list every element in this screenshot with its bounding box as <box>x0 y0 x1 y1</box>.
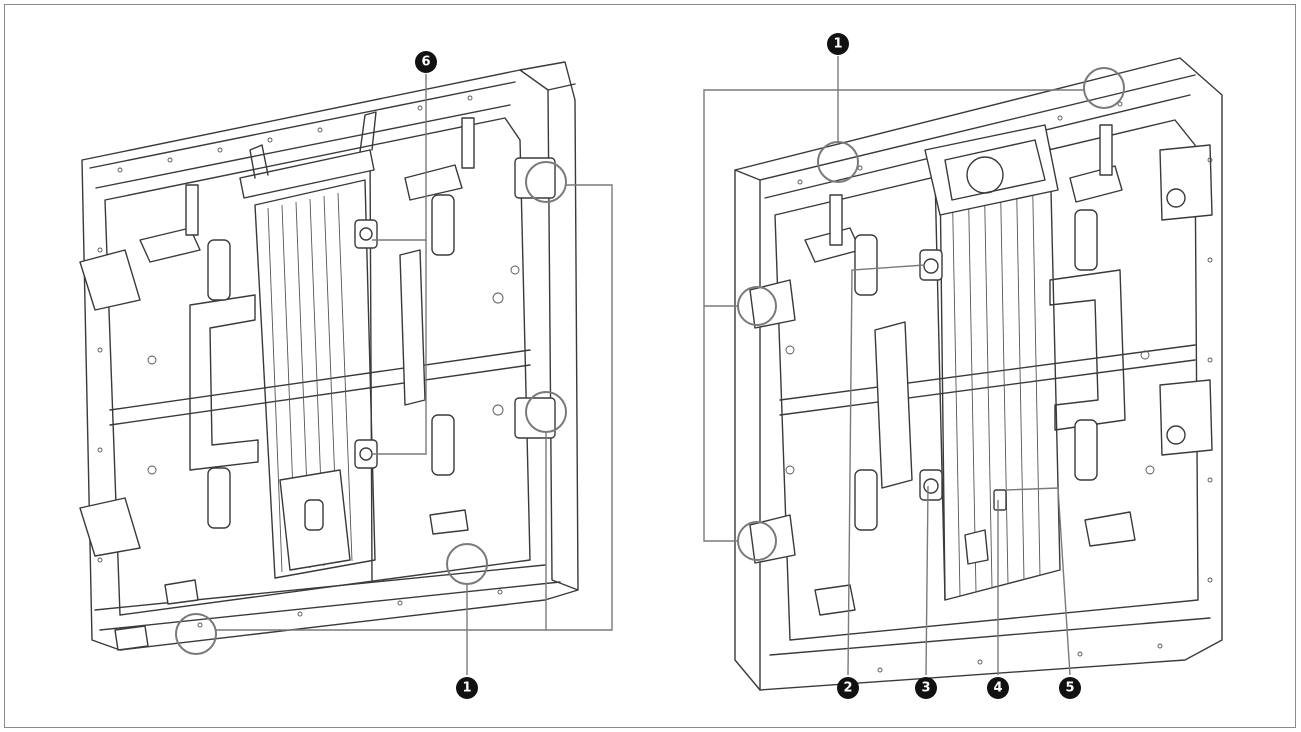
right-panel-unit <box>734 57 1223 691</box>
right-callout-1-label: 1 <box>833 37 842 52</box>
left-panel-unit <box>79 61 579 651</box>
right-callout-3-line <box>925 485 929 676</box>
left-ring-bottom-left <box>175 613 217 655</box>
right-callout-3-label: 3 <box>921 681 930 696</box>
right-callout-5-label: 5 <box>1065 681 1074 696</box>
right-callout-3-badge: 3 <box>915 677 937 699</box>
left-callout-1-label: 1 <box>462 681 471 696</box>
left-callout-6-label: 6 <box>421 55 430 70</box>
right-ring-top-right <box>1083 67 1125 109</box>
right-callout-2-line <box>847 264 926 676</box>
right-callout-2-label: 2 <box>843 681 852 696</box>
right-callout-5-badge: 5 <box>1059 677 1081 699</box>
right-callout-4-label: 4 <box>993 681 1002 696</box>
left-ring-right-upper <box>525 161 567 203</box>
right-callout-1-badge: 1 <box>827 33 849 55</box>
right-callout-4-badge: 4 <box>987 677 1009 699</box>
right-callout-5-line <box>1005 487 1071 676</box>
left-callout-1-badge: 1 <box>456 677 478 699</box>
left-callout-6-badge: 6 <box>415 51 437 73</box>
right-callout-2-badge: 2 <box>837 677 859 699</box>
